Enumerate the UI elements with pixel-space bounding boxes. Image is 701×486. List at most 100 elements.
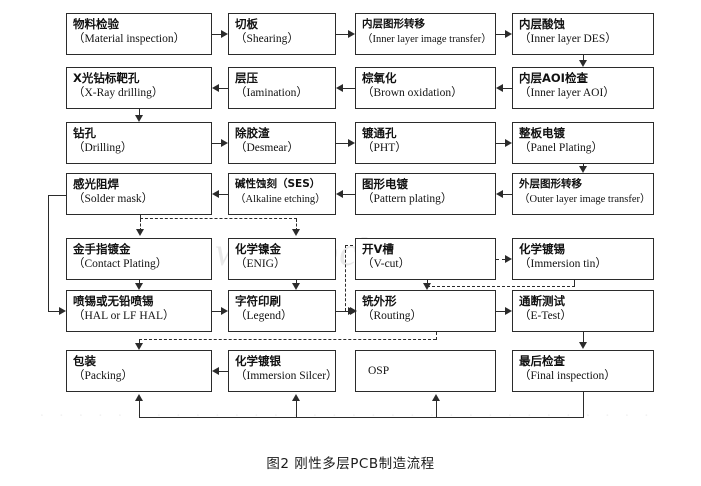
- node-inner-layer-des[interactable]: 内层酸蚀 （Inner layer DES）: [512, 13, 654, 55]
- node-inner-layer-image-transfer[interactable]: 内层图形转移 （Inner layer image transfer）: [355, 13, 496, 55]
- edge-aoi-to-brown-oxidation: [503, 88, 512, 89]
- node-label-en: （Immersion Silcer）: [235, 370, 336, 382]
- edge-immersion-silver-to-packing: [219, 371, 228, 372]
- node-enig[interactable]: 化学镍金 （ENIG）: [228, 238, 336, 280]
- node-label-en: （Material inspection）: [73, 33, 186, 45]
- node-label-cn: 化学镍金: [235, 242, 281, 256]
- node-pattern-plating[interactable]: 图形电镀 （Pattern plating）: [355, 173, 496, 215]
- node-label-en: （Immersion tin）: [519, 258, 607, 270]
- node-inner-layer-aoi[interactable]: 内层AOI检查 （Inner layer AOI）: [512, 67, 654, 109]
- node-drilling[interactable]: 钻孔 （Drilling）: [66, 122, 212, 164]
- edge-material-inspection-to-shearing: [212, 34, 221, 35]
- edge-final-inspection-down: [583, 392, 584, 417]
- arrow-right-icon: [505, 30, 512, 38]
- arrow-down-icon: [136, 229, 144, 236]
- edge-dashed-branch-stub: [345, 245, 353, 246]
- node-label-cn: 通断测试: [519, 294, 565, 308]
- node-label-cn: 棕氧化: [362, 71, 397, 85]
- node-shearing[interactable]: 切板 （Shearing）: [228, 13, 336, 55]
- arrow-right-icon: [59, 307, 66, 315]
- node-immersion-tin[interactable]: 化学镀锡 （Immersion tin）: [512, 238, 654, 280]
- node-label-en: OSP: [368, 364, 390, 377]
- node-contact-plating[interactable]: 金手指镀金 （Contact Plating）: [66, 238, 212, 280]
- node-brown-oxidation[interactable]: 棕氧化 （Brown oxidation）: [355, 67, 496, 109]
- node-label-cn: 字符印刷: [235, 294, 281, 308]
- edge-solder-mask-bus-bottom: [48, 311, 59, 312]
- edge-dashed-to-enig: [296, 219, 297, 231]
- arrow-up-icon: [135, 394, 143, 401]
- node-label-cn: 外层图形转移: [519, 178, 582, 190]
- node-label-en: （HAL or LF HAL）: [73, 310, 175, 322]
- node-e-test[interactable]: 通断测试 （E-Test）: [512, 290, 654, 332]
- arrow-left-icon: [496, 84, 503, 92]
- arrow-right-icon: [221, 307, 228, 315]
- node-label-en: （Solder mask）: [73, 193, 154, 205]
- edge-dashed-branch-to-routing: [345, 245, 346, 311]
- arrow-right-icon: [505, 255, 512, 263]
- arrow-down-icon: [292, 229, 300, 236]
- arrow-down-icon: [579, 166, 587, 173]
- node-legend[interactable]: 字符印刷 （Legend）: [228, 290, 336, 332]
- node-label-en: （Brown oxidation）: [362, 87, 463, 99]
- node-label-cn: X光钻标靶孔: [73, 71, 140, 85]
- node-label-en: （Alkaline etching）: [235, 194, 326, 205]
- node-label-en: （Shearing）: [235, 33, 299, 45]
- arrow-up-icon: [292, 394, 300, 401]
- edge-routing-to-e-test: [496, 311, 505, 312]
- node-desmear[interactable]: 除胶渣 （Desmear）: [228, 122, 336, 164]
- node-packing[interactable]: 包装 （Packing）: [66, 350, 212, 392]
- node-label-cn: 包装: [73, 354, 96, 368]
- node-label-en: （Drilling）: [73, 142, 133, 154]
- node-panel-plating[interactable]: 整板电镀 （Panel Plating）: [512, 122, 654, 164]
- edge-solder-mask-bus-top: [48, 195, 66, 196]
- edge-pattern-plating-to-alkaline-etching: [343, 194, 355, 195]
- edge-routing-dashed-stub: [436, 332, 437, 340]
- edge-pht-to-panel-plating: [496, 143, 505, 144]
- node-label-en: （PHT）: [362, 142, 407, 154]
- node-label-en: （Inner layer AOI）: [519, 87, 615, 99]
- node-label-en: （E-Test）: [519, 310, 572, 322]
- edge-immersion-tin-to-routing-horizontal: [427, 286, 575, 287]
- arrow-down-icon: [579, 342, 587, 349]
- node-label-en: （Final inspection）: [519, 370, 616, 382]
- edge-shearing-to-inner-layer-image-transfer: [336, 34, 348, 35]
- node-label-cn: 感光阻焊: [73, 177, 119, 191]
- node-label-cn: 钻孔: [73, 126, 96, 140]
- arrow-left-icon: [336, 84, 343, 92]
- node-alkaline-etching[interactable]: 碱性蚀刻（SES） （Alkaline etching）: [228, 173, 336, 215]
- edge-contact-plating-to-hal: [139, 280, 140, 284]
- node-xray-drilling[interactable]: X光钻标靶孔 （X-Ray drilling）: [66, 67, 212, 109]
- node-label-en: （Contact Plating）: [73, 258, 168, 270]
- edge-bottom-to-osp: [436, 399, 437, 418]
- edge-solder-mask-dashed-bus: [140, 218, 297, 219]
- arrow-down-icon: [135, 343, 143, 350]
- node-label-cn: 层压: [235, 71, 258, 85]
- figure-caption: 图2 刚性多层PCB制造流程: [266, 456, 435, 472]
- edge-dashed-to-contact-plating: [140, 219, 141, 231]
- node-v-cut[interactable]: 开V槽 （V-cut）: [355, 238, 496, 280]
- node-solder-mask[interactable]: 感光阻焊 （Solder mask）: [66, 173, 212, 215]
- node-label-en: （Outer layer image transfer）: [519, 194, 651, 205]
- node-osp[interactable]: OSP: [355, 350, 496, 392]
- arrow-down-icon: [579, 60, 587, 67]
- node-lamination[interactable]: 层压 （Iamination）: [228, 67, 336, 109]
- node-label-en: （Iamination）: [235, 87, 308, 99]
- node-label-cn: 内层图形转移: [362, 18, 425, 30]
- node-outer-layer-image-transfer[interactable]: 外层图形转移 （Outer layer image transfer）: [512, 173, 654, 215]
- node-label-cn: 除胶渣: [235, 126, 270, 140]
- node-immersion-silver[interactable]: 化学镀银 （Immersion Silcer）: [228, 350, 336, 392]
- arrow-left-icon: [212, 84, 219, 92]
- node-routing[interactable]: 铣外形 （Routing）: [355, 290, 496, 332]
- edge-solder-mask-bus-vertical: [48, 195, 49, 311]
- node-label-en: （Legend）: [235, 310, 293, 322]
- node-final-inspection[interactable]: 最后检查 （Final inspection）: [512, 350, 654, 392]
- node-label-en: （V-cut）: [362, 258, 411, 270]
- arrow-left-icon: [336, 190, 343, 198]
- node-label-cn: 内层酸蚀: [519, 17, 565, 31]
- node-label-cn: 镀通孔: [362, 126, 397, 140]
- edge-v-cut-to-immersion-tin: [496, 259, 505, 260]
- node-hal[interactable]: 喷锡或无铅喷锡 （HAL or LF HAL）: [66, 290, 212, 332]
- node-material-inspection[interactable]: 物料检验 （Material inspection）: [66, 13, 212, 55]
- node-pht[interactable]: 镀通孔 （PHT）: [355, 122, 496, 164]
- node-label-cn: 最后检查: [519, 354, 565, 368]
